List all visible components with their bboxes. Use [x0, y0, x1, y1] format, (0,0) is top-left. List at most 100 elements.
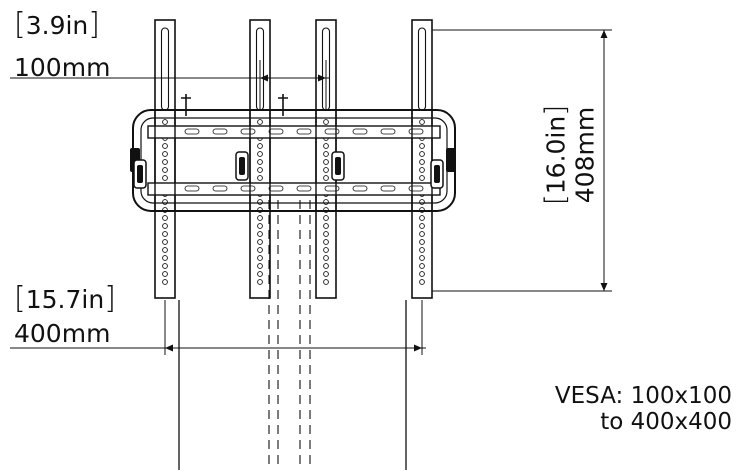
rail-hole	[162, 143, 168, 149]
crossbar-slot	[184, 185, 200, 192]
rail-hole	[257, 143, 263, 149]
rail-hole	[257, 255, 263, 261]
right-end-cap	[446, 148, 456, 172]
rail-hole	[257, 279, 263, 285]
mount-width-arrow-right	[414, 344, 422, 352]
crossbar-slot	[212, 185, 228, 192]
rail-hole	[323, 119, 329, 125]
crossbar-slot	[352, 185, 368, 192]
rail-4	[411, 19, 433, 299]
rail-hole	[162, 247, 168, 253]
mount-width-imperial-label: [15.7in]	[14, 281, 116, 316]
crossbar-slot	[352, 128, 368, 135]
rail-hole	[419, 255, 425, 261]
rail-hole	[419, 239, 425, 245]
rail-hole	[257, 231, 263, 237]
crossbar-slot	[380, 128, 396, 135]
rail-hole	[323, 247, 329, 253]
rail-hole	[257, 239, 263, 245]
rail-hole	[323, 271, 329, 277]
rail-hole	[162, 159, 168, 165]
crossbar-slot	[184, 128, 200, 135]
rail-hole	[257, 159, 263, 165]
rail-hole	[419, 151, 425, 157]
crossbar-slot	[212, 128, 228, 135]
rail-hole	[323, 175, 329, 181]
crossbar-slot	[324, 185, 340, 192]
vesa-line-1: VESA: 100x100	[554, 383, 732, 409]
rail-hole	[323, 223, 329, 229]
rail-hole	[419, 231, 425, 237]
rail-hole	[419, 215, 425, 221]
rail-hole	[419, 119, 425, 125]
rail-hole	[162, 255, 168, 261]
rail-hole	[162, 231, 168, 237]
rail-hole	[323, 199, 329, 205]
rail-slot	[417, 27, 427, 111]
height-arrow-top	[600, 30, 608, 38]
frame-outer	[132, 109, 456, 212]
bracket-height-imperial-label: [16.0in]	[538, 104, 572, 206]
latch-grip	[137, 165, 143, 183]
mount-width-arrow-left	[165, 344, 173, 352]
mount-width-metric-label: 400mm	[14, 319, 111, 348]
crossbar-slot	[240, 185, 256, 192]
rail-hole	[323, 255, 329, 261]
rail-hole	[257, 119, 263, 125]
bracket-height-label-group: [16.0in] 408mm	[530, 40, 610, 270]
rail-hole	[257, 167, 263, 173]
vesa-compatibility-note: VESA: 100x100 to 400x400	[554, 383, 732, 436]
vesa-line-2: to 400x400	[600, 408, 732, 435]
hook	[278, 94, 288, 116]
slot-spacing-arrow-left	[260, 74, 268, 82]
rail-hole	[257, 215, 263, 221]
rail-1	[154, 19, 176, 299]
latch-grip	[239, 157, 245, 175]
rail-hole	[257, 247, 263, 253]
dimension-lines	[10, 29, 612, 355]
rail-hole	[162, 223, 168, 229]
vertical-rails	[154, 19, 433, 470]
rail-hole	[323, 159, 329, 165]
slot-spacing-arrow-right	[318, 74, 326, 82]
rail-hole	[162, 199, 168, 205]
rail-overlap	[154, 109, 176, 212]
bracket-height-metric-label: 408mm	[570, 106, 600, 204]
slot-spacing-metric-label: 100mm	[14, 53, 111, 82]
rail-hole	[323, 239, 329, 245]
crossbar-slot	[408, 185, 424, 192]
crossbar-slot	[380, 185, 396, 192]
rail-hole	[419, 279, 425, 285]
rail-hole	[162, 167, 168, 173]
latch-grip	[335, 157, 341, 175]
rail-hole	[257, 199, 263, 205]
rail-hole	[162, 119, 168, 125]
mount-frame	[130, 94, 456, 212]
rail-hole	[419, 199, 425, 205]
rail-hole	[257, 151, 263, 157]
rail-hole	[162, 215, 168, 221]
height-arrow-bottom	[600, 283, 608, 291]
rail-slot	[160, 27, 170, 111]
rail-hole	[419, 167, 425, 173]
crossbar-slot	[296, 128, 312, 135]
rail-hole	[419, 143, 425, 149]
hook	[181, 94, 191, 116]
rail-hole	[162, 279, 168, 285]
rail-hole	[162, 239, 168, 245]
crossbar-slot	[268, 185, 284, 192]
slot-spacing-imperial-label: [3.9in]	[14, 7, 100, 42]
rail-hole	[323, 231, 329, 237]
crossbar-slot	[324, 128, 340, 135]
rail-hole	[323, 167, 329, 173]
rail-hole	[419, 159, 425, 165]
crossbar-slot	[408, 128, 424, 135]
rail-hole	[419, 271, 425, 277]
rail-hole	[323, 215, 329, 221]
rail-hole	[323, 151, 329, 157]
rail-hole	[419, 223, 425, 229]
rail-hole	[257, 271, 263, 277]
rail-hole	[323, 279, 329, 285]
rail-hole	[162, 263, 168, 269]
